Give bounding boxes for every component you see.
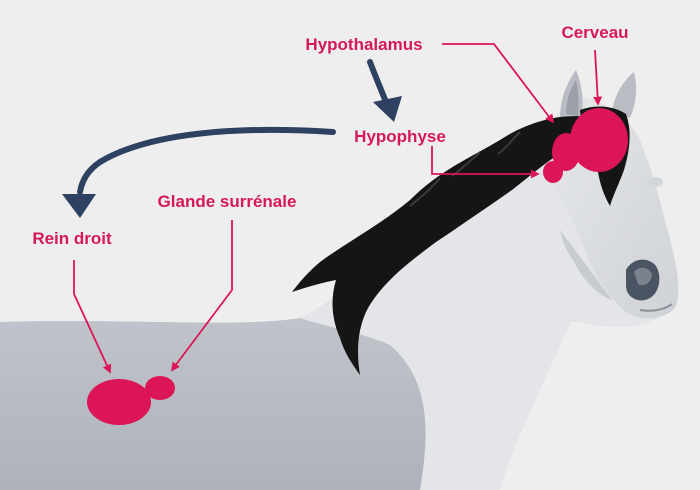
adrenal-gland-organ bbox=[145, 376, 175, 400]
horse-mane bbox=[292, 116, 600, 375]
hypothalamus-organ bbox=[552, 133, 580, 171]
kidney-organ bbox=[87, 379, 151, 425]
label-cerveau: Cerveau bbox=[561, 23, 628, 42]
horse-jaw bbox=[560, 230, 612, 300]
rein-pointer bbox=[73, 260, 112, 374]
pituitary-organ bbox=[543, 161, 563, 183]
label-hypothalamus: Hypothalamus bbox=[305, 35, 422, 54]
hypothalamus-to-hypophyse-arrowhead bbox=[373, 96, 402, 122]
hypophyse-pointer bbox=[431, 146, 540, 179]
horse-ear-right bbox=[612, 72, 637, 118]
cerveau-pointer bbox=[593, 49, 603, 106]
label-rein-droit: Rein droit bbox=[32, 229, 112, 248]
label-glande-surrenale: Glande surrénale bbox=[158, 192, 297, 211]
horse-eye bbox=[647, 177, 663, 187]
label-hypophyse: Hypophyse bbox=[354, 127, 446, 146]
horse-mouth bbox=[639, 303, 673, 312]
hypophyse-to-rein-arrow bbox=[77, 126, 336, 195]
brain-organ bbox=[570, 108, 628, 172]
hypothalamus-pointer bbox=[442, 43, 555, 124]
glande-pointer bbox=[170, 220, 233, 372]
hypothalamus-to-hypophyse-arrow bbox=[367, 59, 389, 105]
horse-nostril-highlight bbox=[634, 267, 652, 286]
ear-inner bbox=[566, 80, 579, 116]
hypophyse-to-rein-arrowhead bbox=[62, 194, 96, 218]
